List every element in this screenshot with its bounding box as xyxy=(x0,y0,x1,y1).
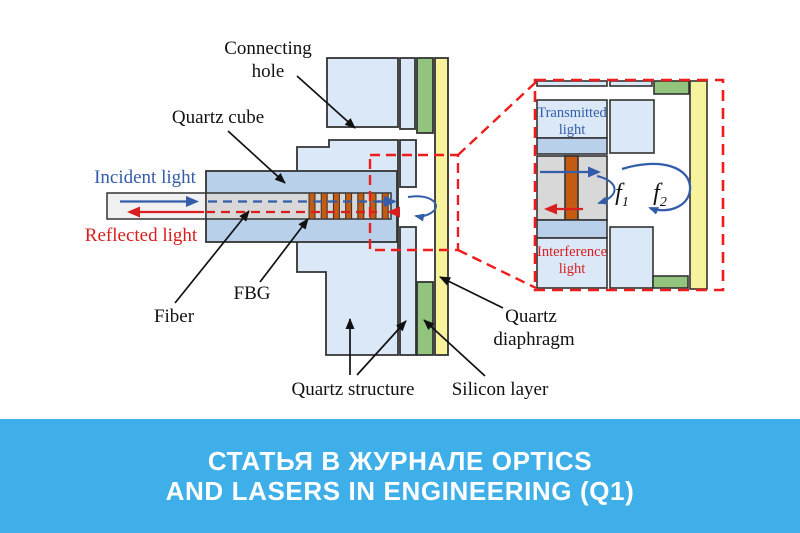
silicon-layer-top xyxy=(416,57,434,134)
quartz-diaphragm-label-line1: Quartz xyxy=(505,306,557,327)
inset-diaphragm-strip xyxy=(689,80,708,290)
fiber-label: Fiber xyxy=(154,306,195,327)
fbg-sensor-diagram: Connecting hole Quartz cube Incident lig… xyxy=(84,38,725,400)
inset-cube-band-bottom xyxy=(536,219,608,239)
light-arrows xyxy=(120,195,437,222)
reflected-light-label: Reflected light xyxy=(85,225,198,246)
zoom-connector-top xyxy=(457,81,537,156)
transmitted-light-label-line2: light xyxy=(559,122,586,138)
quartz-diaphragm-label-line2: diaphragm xyxy=(493,329,574,350)
quartz-structure-label: Quartz structure xyxy=(292,379,415,400)
quartz-cube-arrow xyxy=(227,130,286,184)
inset-f1-curved-arrow xyxy=(596,175,616,205)
inset-top-sliver-right xyxy=(609,80,653,87)
label-arrows xyxy=(174,75,504,377)
quartz-structure-arrow-2 xyxy=(356,320,407,376)
fbg-stripe xyxy=(308,192,316,220)
inset-column-bottom xyxy=(609,226,654,289)
inset-arrows xyxy=(540,162,692,215)
diagram-svg: Connecting hole Quartz cube Incident lig… xyxy=(85,38,725,400)
fbg-stripe xyxy=(345,192,353,220)
banner-line1: СТАТЬЯ В ЖУРНАЛЕ OPTICS xyxy=(207,446,593,476)
interference-light-label-line1: Interference xyxy=(537,244,607,260)
fiber-outer xyxy=(106,192,207,220)
zoom-region xyxy=(368,81,537,290)
quartz-cube-label: Quartz cube xyxy=(172,107,264,128)
inset-silicon-top xyxy=(653,80,690,95)
fbg-stripe xyxy=(381,192,389,220)
transmitted-light-label-line1: Transmitted xyxy=(537,105,607,121)
inset-f2-curved-arrow xyxy=(621,162,692,215)
fbg-gratings xyxy=(308,192,389,220)
cavity-reflection-curved-arrow xyxy=(407,195,437,222)
quartz-diaphragm-arrow xyxy=(439,276,504,309)
f1-label: f1 xyxy=(615,180,629,210)
diagram-labels: Connecting hole Quartz cube Incident lig… xyxy=(85,38,667,400)
fbg-stripe xyxy=(332,192,340,220)
quartz-column-bottom xyxy=(399,226,417,356)
incident-light-label: Incident light xyxy=(94,167,197,188)
connecting-hole-label-line1: Connecting xyxy=(224,38,312,59)
inset-column-top xyxy=(609,99,655,154)
f2-label: f2 xyxy=(653,180,667,210)
connecting-hole-arrow xyxy=(296,75,356,129)
f2-subscript: 2 xyxy=(660,195,667,210)
f1-base: f xyxy=(615,180,625,206)
inset-dashed-border xyxy=(533,78,725,292)
f2-base: f xyxy=(653,180,663,206)
quartz-structure-top-block xyxy=(326,57,399,128)
f1-subscript: 1 xyxy=(622,195,629,210)
fiber-assembly xyxy=(106,192,392,220)
connecting-hole-label-line2: hole xyxy=(252,61,285,82)
inset-top-sliver-left xyxy=(536,80,608,87)
quartz-column-middle xyxy=(399,139,417,188)
inset-view xyxy=(533,78,725,292)
silicon-layer-label: Silicon layer xyxy=(452,379,549,400)
fbg-stripe xyxy=(369,192,377,220)
fbg-arrow xyxy=(259,218,309,283)
silicon-layer-arrow xyxy=(423,319,486,377)
caption-banner: СТАТЬЯ В ЖУРНАЛЕ OPTICS AND LASERS IN EN… xyxy=(0,419,800,533)
fbg-stripe xyxy=(357,192,365,220)
quartz-column-top xyxy=(399,57,416,130)
fbg-label: FBG xyxy=(234,283,271,304)
fbg-stripe xyxy=(320,192,328,220)
inset-interference-block xyxy=(536,237,608,289)
interference-light-label-line2: light xyxy=(559,261,586,277)
banner-line2: AND LASERS IN ENGINEERING (Q1) xyxy=(165,476,635,506)
zoom-connector-bottom xyxy=(457,248,537,290)
inset-fbg-stripe xyxy=(564,155,579,221)
fiber-arrow xyxy=(174,210,250,304)
inset-cube-band-top xyxy=(536,137,608,155)
inset-silicon-bottom xyxy=(652,275,689,289)
zoom-source-box xyxy=(368,153,460,252)
silicon-layer-bottom xyxy=(416,281,434,356)
